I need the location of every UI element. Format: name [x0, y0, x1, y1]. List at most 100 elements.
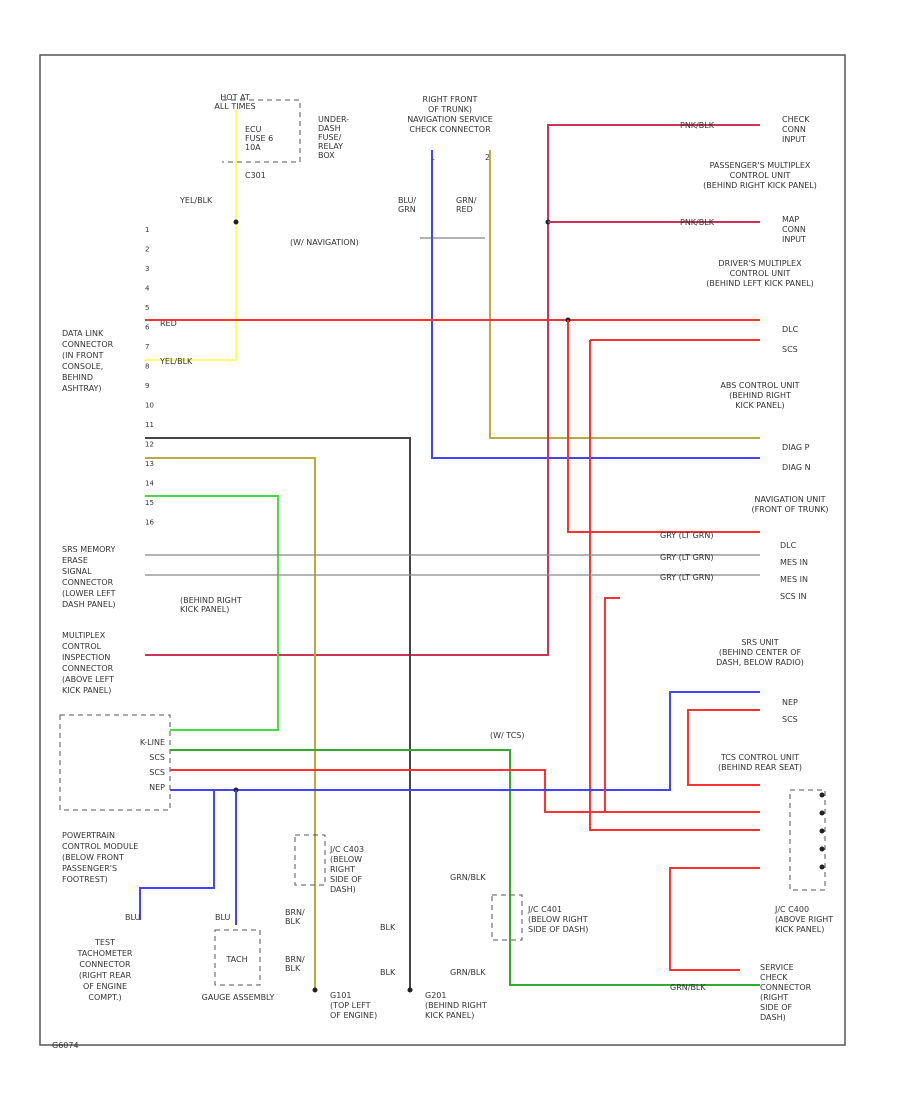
tach-label: TACH: [225, 955, 247, 964]
under-dash-fuse-box-label-line: DASH: [318, 124, 341, 133]
wire-label-brn-blk-2-line: BLK: [285, 964, 301, 973]
wire-label-grn-red-line: RED: [456, 205, 473, 214]
service-check-connector-label-line: (RIGHT: [760, 993, 788, 1002]
multiplex-inspection-label-line: (ABOVE LEFT: [62, 675, 114, 684]
multiplex-inspection-label-line: CONNECTOR: [62, 664, 114, 673]
srs-memory-erase-label-line: DASH PANEL): [62, 600, 116, 609]
pcm-pin-label: NEP: [149, 783, 165, 792]
data-link-connector-label-line: CONSOLE,: [62, 362, 103, 371]
dlc-pin-number: 9: [145, 382, 149, 390]
jc-c403-label-line: J/C C403: [329, 845, 364, 854]
tcs-control-unit-label-line: TCS CONTROL UNIT: [720, 753, 799, 762]
hot-at-all-times-label-line: ALL TIMES: [214, 102, 255, 111]
with-tcs-label: (W/ TCS): [490, 731, 524, 740]
wire-label-grn-blk-2: GRN/BLK: [450, 968, 486, 977]
dlc-pin-number: 6: [145, 324, 150, 332]
jc-c400-pin: [819, 864, 825, 870]
jc-c403-label-line: (BELOW: [330, 855, 362, 864]
wire-yel-blk: [145, 110, 237, 361]
nav-service-connector-label-line: CHECK CONNECTOR: [409, 125, 491, 134]
pcm-label-line: FOOTREST): [62, 875, 108, 884]
jc-c403-label-line: SIDE OF: [330, 875, 362, 884]
wire-label-brn-blk-2-line: BRN/: [285, 955, 305, 964]
wire-red-nav-dlc: [567, 320, 760, 533]
gauge-assembly-label: GAUGE ASSEMBLY: [202, 993, 275, 1002]
wire-label-gry-2: GRY (LT GRN): [660, 553, 713, 562]
check-conn-input-label-line: CHECK: [782, 115, 810, 124]
wire-blu-grn: [431, 150, 760, 459]
multiplex-inspection-label-line: KICK PANEL): [62, 686, 111, 695]
nav-pin-2: 2: [485, 153, 490, 162]
data-link-connector-label-line: (IN FRONT: [62, 351, 103, 360]
wire-red-scs-down: [589, 340, 760, 831]
tcs-control-unit-label-line: (BEHIND REAR SEAT): [718, 763, 802, 772]
diag-p-label: DIAG P: [782, 443, 810, 452]
check-conn-input-label-line: CONN: [782, 125, 806, 134]
jc-c403-outline: [294, 834, 326, 886]
under-dash-fuse-box-label-line: UNDER-: [318, 115, 349, 124]
drivers-multiplex-label-line: (BEHIND LEFT KICK PANEL): [706, 279, 814, 288]
multiplex-inspection-label-line: INSPECTION: [62, 653, 110, 662]
wire-label-blu-gauge: BLU: [215, 913, 231, 922]
with-navigation-label: (W/ NAVIGATION): [290, 238, 359, 247]
jc-c401-label-line: SIDE OF DASH): [528, 925, 588, 934]
ground-g101: [312, 987, 318, 993]
dlc-pin-number: 8: [145, 363, 149, 371]
test-tachometer-label-line: CONNECTOR: [79, 960, 131, 969]
map-conn-input-label-line: MAP: [782, 215, 799, 224]
splice-dot-yel: [233, 219, 239, 225]
jc-c401-label-line: J/C C401: [527, 905, 562, 914]
g201-ground-label-line: KICK PANEL): [425, 1011, 474, 1020]
behind-right-kick-label-line: (BEHIND RIGHT: [180, 596, 242, 605]
behind-right-kick-label-line: KICK PANEL): [180, 605, 229, 614]
pcm-pin-label: SCS: [149, 753, 165, 762]
wire-red-srs-scs: [687, 709, 760, 786]
map-conn-input-label-line: INPUT: [782, 235, 806, 244]
data-link-connector-label-line: DATA LINK: [62, 329, 104, 338]
pcm-pin-label: K-LINE: [140, 738, 165, 747]
wire-label-gry-1: GRY (LT GRN): [660, 531, 713, 540]
multiplex-inspection-label-line: CONTROL: [62, 642, 102, 651]
passengers-multiplex-label-line: (BEHIND RIGHT KICK PANEL): [703, 181, 817, 190]
nav-unit-pin-label: MES IN: [780, 575, 808, 584]
wire-grn-red: [489, 150, 760, 439]
wire-label-blu-tach: BLU: [125, 913, 141, 922]
service-check-connector-label-line: DASH): [760, 1013, 786, 1022]
diagram-border: [39, 54, 846, 1046]
nav-unit-pin-label: MES IN: [780, 558, 808, 567]
nav-service-connector-label-line: NAVIGATION SERVICE: [407, 115, 493, 124]
hot-at-all-times-label-line: HOT AT: [220, 93, 250, 102]
dlc-pin-number: 1: [145, 226, 149, 234]
dlc-pin-number: 10: [145, 402, 154, 410]
connector-c301-label: C301: [245, 171, 266, 180]
jc-c400-label-line: KICK PANEL): [775, 925, 824, 934]
wire-pnk-blk: [145, 124, 760, 656]
srs-memory-erase-label-line: SRS MEMORY: [62, 545, 115, 554]
ecu-fuse-label-line: ECU: [245, 125, 262, 134]
jc-c400-outline: [789, 789, 826, 891]
drivers-multiplex-label-line: DRIVER'S MULTIPLEX: [718, 259, 802, 268]
wire-label-blk-2: BLK: [380, 968, 396, 977]
diagram-id-label: G6074: [52, 1041, 79, 1050]
g201-ground-label-line: (BEHIND RIGHT: [425, 1001, 487, 1010]
srs-memory-erase-label-line: SIGNAL: [62, 567, 92, 576]
jc-c400-label-line: J/C C400: [774, 905, 809, 914]
nav-service-connector-label-line: OF TRUNK): [428, 105, 472, 114]
wire-label-yel-blk-top: YEL/BLK: [179, 196, 213, 205]
test-tachometer-label-line: COMPT.): [88, 993, 121, 1002]
srs-unit-label-line: DASH, BELOW RADIO): [716, 658, 804, 667]
dlc-pin-number: 7: [145, 343, 149, 351]
dlc-pin-number: 13: [145, 460, 154, 468]
fuse-box-outline: [222, 99, 301, 163]
srs-memory-erase-label-line: ERASE: [62, 556, 88, 565]
test-tachometer-label-line: (RIGHT REAR: [79, 971, 132, 980]
nav-unit-pin-label: DLC: [780, 541, 797, 550]
data-link-connector-label-line: BEHIND: [62, 373, 93, 382]
ecu-fuse-label-line: FUSE 6: [245, 134, 273, 143]
test-tachometer-label-line: OF ENGINE: [83, 982, 127, 991]
g101-ground-label-line: OF ENGINE): [330, 1011, 377, 1020]
data-link-connector-label-line: CONNECTOR: [62, 340, 114, 349]
wire-label-pnk-blk-1: PNK/BLK: [680, 121, 715, 130]
wire-label-brn-blk-1-line: BRN/: [285, 908, 305, 917]
